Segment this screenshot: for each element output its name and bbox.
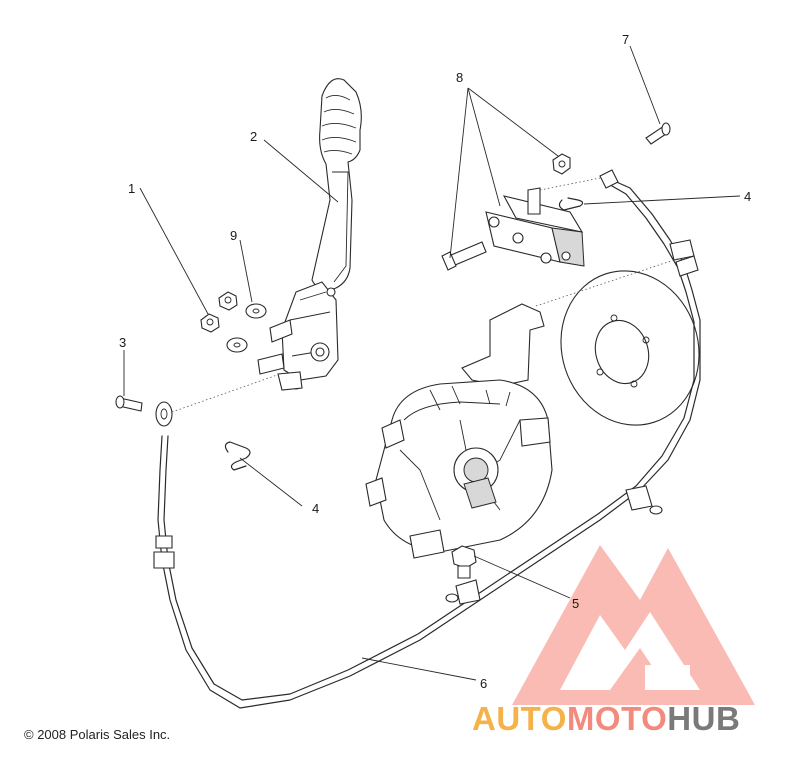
clevis-pin-right [645,122,671,145]
hairpin-clips [224,197,584,471]
callout-8: 8 [456,70,463,85]
callout-4-upper: 4 [744,189,751,204]
callout-5: 5 [572,596,579,611]
watermark-text: AUTOMOTOHUB [472,700,740,738]
callout-7: 7 [622,32,629,47]
callout-3: 3 [119,335,126,350]
watermark-logo [512,545,755,705]
alignment-lines [171,177,681,413]
watermark-hub: HUB [667,700,741,737]
clevis-pin-left [115,395,143,412]
watermark-moto: MOTO [566,700,668,737]
gearcase [365,303,553,559]
brake-lever [257,78,362,391]
leader-lines [123,45,741,681]
callout-1: 1 [128,181,135,196]
callout-4-lower: 4 [312,501,319,516]
brake-rotor [560,270,700,426]
lever-hardware [200,291,267,353]
callout-2: 2 [250,129,257,144]
copyright-notice: © 2008 Polaris Sales Inc. [24,727,171,742]
callout-9: 9 [230,228,237,243]
brake-cable [153,169,701,709]
mount-bolt [451,545,477,579]
brake-caliper [441,153,585,271]
watermark-auto: AUTO [472,700,567,737]
callouts: 1 2 3 9 4 4 5 6 7 8 [119,32,751,691]
callout-6: 6 [480,676,487,691]
